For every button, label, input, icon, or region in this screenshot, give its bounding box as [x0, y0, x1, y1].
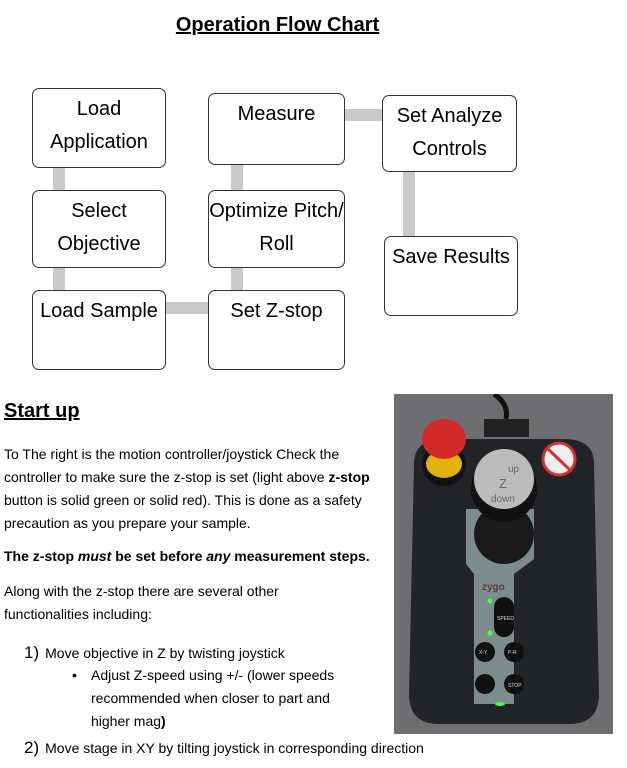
knob-down-label: down — [491, 494, 515, 505]
connector — [53, 266, 65, 292]
speed-label: SPEED — [497, 616, 514, 622]
flow-step-measure: Measure — [208, 93, 345, 165]
brand-logo: zygo — [482, 582, 505, 593]
section-heading: Start up — [4, 400, 80, 422]
paragraph-intro: To The right is the motion controller/jo… — [4, 446, 370, 531]
page-title: Operation Flow Chart — [175, 14, 380, 36]
connector — [343, 109, 384, 121]
pr-button-label: P-R — [508, 650, 517, 656]
flow-step-load-sample: Load Sample — [32, 290, 166, 370]
connector — [403, 170, 415, 238]
connector — [231, 266, 243, 292]
list-subitem: Adjust Z-speed using +/- (lower speeds r… — [91, 667, 335, 729]
flow-step-set-analyze: Set Analyze Controls — [382, 95, 517, 172]
knob-up-label: up — [508, 464, 520, 475]
joystick-controller-photo: up Z down zygo SPEED X-Y P-R STOP — [394, 394, 613, 734]
flow-step-optimize: Optimize Pitch/ Roll — [208, 190, 345, 268]
knob-z-label: Z — [499, 476, 507, 491]
connector — [163, 302, 210, 314]
list-item: 2)Move stage in XY by tilting joystick i… — [24, 738, 424, 757]
paragraph-warning: The z-stop must be set before any measur… — [4, 548, 370, 564]
flow-step-set-zstop: Set Z-stop — [208, 290, 345, 370]
zstop-button-label: STOP — [508, 683, 522, 689]
bullet-icon: • — [72, 667, 77, 683]
xy-button-label: X-Y — [479, 650, 488, 656]
connector — [53, 166, 65, 192]
flow-step-select-objective: Select Objective — [32, 190, 166, 268]
list-item: 1)Move objective in Z by twisting joysti… — [24, 643, 285, 662]
flow-step-load-application: Load Application — [32, 88, 166, 168]
paragraph-functions: Along with the z-stop there are several … — [4, 583, 279, 622]
connector — [231, 163, 243, 192]
flow-step-save-results: Save Results — [384, 236, 518, 316]
